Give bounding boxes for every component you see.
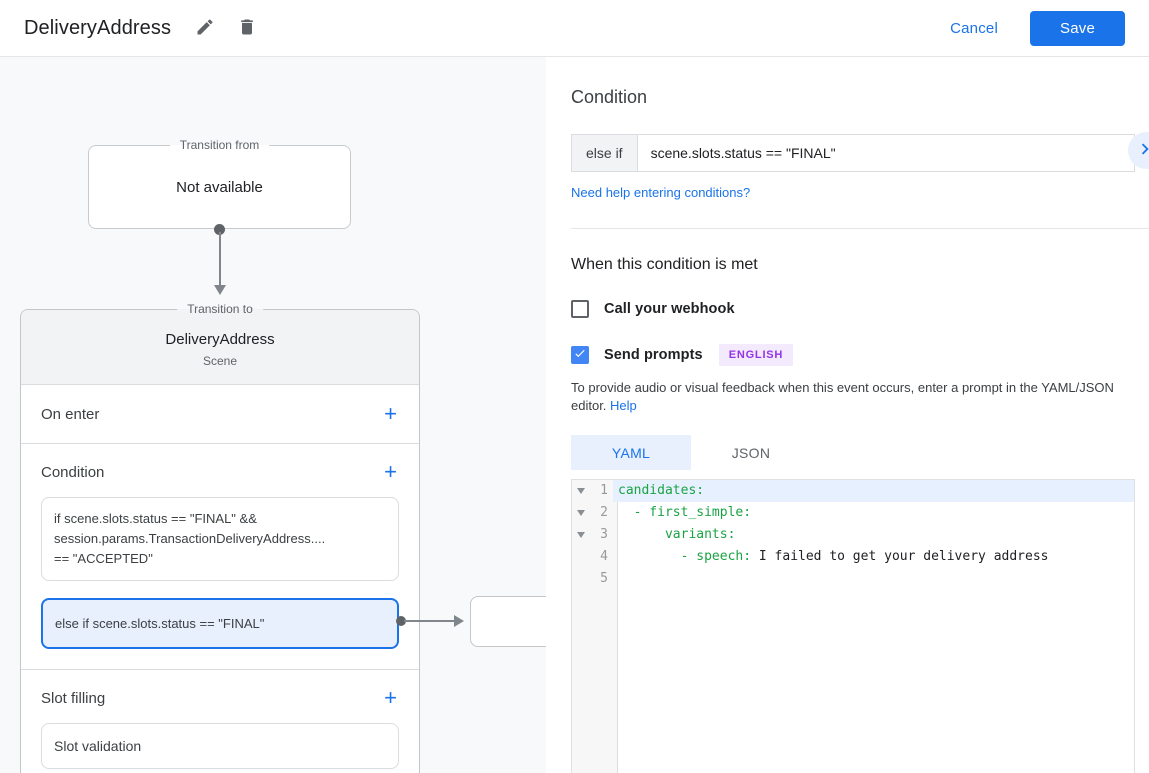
slot-filling-label: Slot filling (41, 689, 106, 707)
send-prompts-checkbox-row: Send prompts ENGLISH (571, 344, 1135, 366)
add-on-enter-button[interactable]: + (384, 401, 397, 426)
webhook-checkbox-row: Call your webhook (571, 300, 1135, 318)
on-enter-row[interactable]: On enter + (21, 385, 419, 444)
editor-tabs: YAML JSON (571, 435, 1135, 470)
page-title: DeliveryAddress (24, 16, 172, 39)
send-prompts-label: Send prompts (604, 347, 703, 363)
top-bar: DeliveryAddress Cancel Save (0, 0, 1149, 57)
slot-validation-box[interactable]: Slot validation (41, 723, 399, 769)
transition-from-label: Transition from (169, 138, 270, 152)
transition-from-content: Not available (176, 178, 263, 196)
language-badge: ENGLISH (718, 344, 794, 366)
tab-json[interactable]: JSON (691, 435, 811, 470)
condition-help-link[interactable]: Need help entering conditions? (571, 185, 751, 200)
save-button[interactable]: Save (1030, 10, 1125, 46)
webhook-label: Call your webhook (604, 301, 735, 317)
scene-diagram-panel: Transition from Not available Transition… (0, 57, 546, 773)
when-met-title: When this condition is met (571, 256, 758, 273)
fold-toggle-icon[interactable] (577, 532, 585, 538)
condition-input-row: else if (571, 134, 1135, 172)
slot-filling-section: Slot filling + Slot validation Transacti… (21, 670, 419, 773)
condition-editor-panel: Condition else if Need help entering con… (546, 57, 1149, 773)
collapse-panel-button[interactable] (1128, 132, 1149, 169)
cancel-button[interactable]: Cancel (932, 12, 1016, 45)
prompts-description: To provide audio or visual feedback when… (571, 380, 1114, 413)
add-condition-button[interactable]: + (384, 459, 397, 484)
transition-from-box[interactable]: Transition from Not available (88, 138, 351, 229)
transition-to-label: Transition to (177, 302, 263, 316)
transition-arrow-down (213, 224, 226, 296)
condition-section-label: Condition (41, 463, 105, 481)
scene-card-header[interactable]: DeliveryAddress Scene (21, 310, 419, 385)
scene-type: Scene (202, 354, 238, 368)
yaml-code-editor[interactable]: 1 candidates: 2 - first_simple: 3 varian… (571, 479, 1135, 773)
transition-to-card: Transition to DeliveryAddress Scene On e… (20, 302, 420, 773)
condition-prefix-label: else if (571, 134, 637, 172)
trash-icon (237, 17, 257, 40)
pencil-icon (195, 17, 215, 40)
prompts-help-link[interactable]: Help (610, 398, 637, 413)
panel-title: Condition (571, 87, 648, 107)
panel-divider (571, 228, 1149, 229)
code-line[interactable]: 2 - first_simple: (572, 502, 1134, 524)
delete-scene-button[interactable] (227, 8, 267, 48)
send-prompts-checkbox[interactable] (571, 346, 589, 364)
on-enter-label: On enter (41, 405, 100, 423)
fold-toggle-icon[interactable] (577, 488, 585, 494)
fold-toggle-icon[interactable] (577, 510, 585, 516)
next-scene-box[interactable] (470, 596, 546, 647)
editor-gutter (572, 480, 618, 773)
code-line[interactable]: 5 (600, 571, 608, 586)
code-line[interactable]: 1 candidates: (572, 480, 1134, 502)
code-line[interactable]: 3 variants: (572, 524, 1134, 546)
edit-scene-button[interactable] (185, 8, 225, 48)
condition-transition-arrow (396, 615, 470, 627)
condition-section: Condition + if scene.slots.status == "FI… (21, 444, 419, 670)
chevron-right-icon (1134, 138, 1149, 163)
condition-box-if[interactable]: if scene.slots.status == "FINAL" && sess… (41, 497, 399, 581)
code-line[interactable]: 4 - speech: I failed to get your deliver… (600, 549, 1049, 564)
add-slot-button[interactable]: + (384, 685, 397, 710)
tab-yaml[interactable]: YAML (571, 435, 691, 470)
webhook-checkbox[interactable] (571, 300, 589, 318)
checkmark-icon (573, 346, 587, 365)
scene-name: DeliveryAddress (165, 331, 275, 348)
condition-box-elseif-selected[interactable]: else if scene.slots.status == "FINAL" (41, 598, 399, 649)
condition-expression-input[interactable] (636, 134, 1135, 172)
